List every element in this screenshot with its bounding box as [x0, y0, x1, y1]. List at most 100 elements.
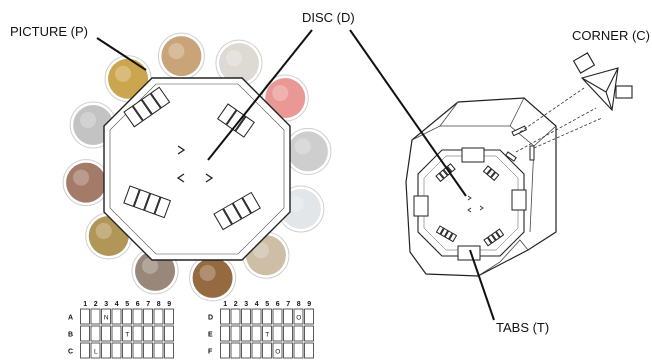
picture-wood — [157, 32, 205, 80]
grid-column-header: 5 — [125, 301, 129, 308]
grid-cell — [164, 325, 174, 342]
grid-cell — [293, 342, 304, 359]
box-disc-octagon-inner — [423, 155, 519, 251]
grid-cell — [262, 325, 272, 342]
box-tab-right — [511, 189, 527, 211]
label-tabs: TABS (T) — [496, 320, 549, 335]
picture-robots — [284, 127, 332, 175]
grid-cell — [122, 308, 132, 325]
disc-center-arrows — [176, 145, 214, 183]
grid-cell — [272, 325, 283, 342]
label-picture: PICTURE (P) — [10, 24, 88, 39]
grid-cell — [230, 342, 241, 359]
disc-octagon — [103, 77, 291, 261]
grid-column-header: 9 — [167, 301, 171, 308]
box-disc-octagon — [417, 149, 525, 257]
grid-cell — [304, 325, 314, 342]
grid-cell — [272, 342, 283, 359]
grid-column-header: 3 — [104, 301, 108, 308]
grid-cell-letter: L — [94, 349, 98, 356]
picture-smile — [261, 74, 309, 122]
grid-column-header: 2 — [234, 301, 238, 308]
grid-column-header: 4 — [255, 301, 259, 308]
grid-cell — [251, 325, 262, 342]
grid-column-header: 6 — [276, 301, 280, 308]
grid-cell — [293, 308, 304, 325]
grid-cell-letter: O — [296, 315, 301, 322]
grid-row-label: B — [68, 332, 73, 339]
disc-octagon-inner — [109, 83, 285, 255]
leader-lines — [96, 29, 495, 321]
corner-piece — [572, 52, 633, 112]
grid-cell — [153, 342, 164, 359]
grid-cell-letter: T — [125, 332, 129, 339]
grid-cell — [230, 308, 241, 325]
grid-cell — [230, 325, 241, 342]
grid-column-header: 7 — [146, 301, 150, 308]
picture-ship-wheel — [189, 254, 237, 302]
picture-boxers — [215, 39, 263, 87]
grid-column-header: 3 — [244, 301, 248, 308]
grid-cell — [164, 308, 174, 325]
grid-cell — [220, 308, 230, 325]
grid-cell — [283, 342, 293, 359]
grid-cell — [80, 342, 90, 359]
grid-cell — [111, 342, 122, 359]
grid-cell-letter: O — [275, 349, 280, 356]
grid-cell — [164, 342, 174, 359]
grid-cell — [80, 308, 90, 325]
grid-column-header: 1 — [83, 301, 87, 308]
grid-row-label: C — [68, 349, 73, 356]
grid-row-label: F — [208, 349, 213, 356]
grid-cell — [272, 308, 283, 325]
grid-cell — [304, 342, 314, 359]
box-tab-bottom — [457, 245, 481, 261]
disc-tab-group-bottom-left — [123, 185, 172, 219]
grid-cell — [143, 342, 153, 359]
grid-cell — [251, 308, 262, 325]
grid-cell — [132, 325, 143, 342]
grid-cell — [283, 308, 293, 325]
grid-cell — [220, 342, 230, 359]
box-tab-top — [461, 147, 485, 163]
grid-cell — [111, 325, 122, 342]
disc-tab-group-bottom-right — [213, 191, 261, 231]
grid-cell — [122, 342, 132, 359]
grid-cell — [251, 342, 262, 359]
grid-cell-letter: T — [265, 332, 269, 339]
label-disc: DISC (D) — [302, 10, 355, 25]
grid-column-header: 7 — [286, 301, 290, 308]
grid-cell — [262, 308, 272, 325]
grid-cell — [132, 342, 143, 359]
grid-cell — [241, 325, 251, 342]
disc-tab-group-top-left — [123, 86, 171, 128]
grid-column-header: 2 — [94, 301, 98, 308]
grid-row-label: E — [208, 332, 213, 339]
grid-cell — [90, 342, 101, 359]
grid-cell — [90, 308, 101, 325]
grid-cell — [90, 325, 101, 342]
grid-row-label: D — [208, 315, 213, 322]
grid-column-header: 5 — [265, 301, 269, 308]
grid-cell — [293, 325, 304, 342]
grid-cell — [304, 308, 314, 325]
grid-cell — [101, 325, 111, 342]
grid-cell — [220, 325, 230, 342]
grid-column-header: 1 — [223, 301, 227, 308]
grid-cell — [132, 308, 143, 325]
grid-cell-letter: N — [104, 315, 109, 322]
disc-tab-group-top-right — [216, 103, 255, 138]
grid-cell — [241, 308, 251, 325]
grid-cell — [153, 308, 164, 325]
box-diagram — [405, 97, 557, 277]
grid-cell — [122, 325, 132, 342]
grid-column-header: 8 — [297, 301, 301, 308]
grid-cell — [153, 325, 164, 342]
box-tab-left — [413, 195, 429, 217]
grid-cell — [101, 342, 111, 359]
grid-row-label: A — [68, 315, 73, 322]
grid-cell — [262, 342, 272, 359]
